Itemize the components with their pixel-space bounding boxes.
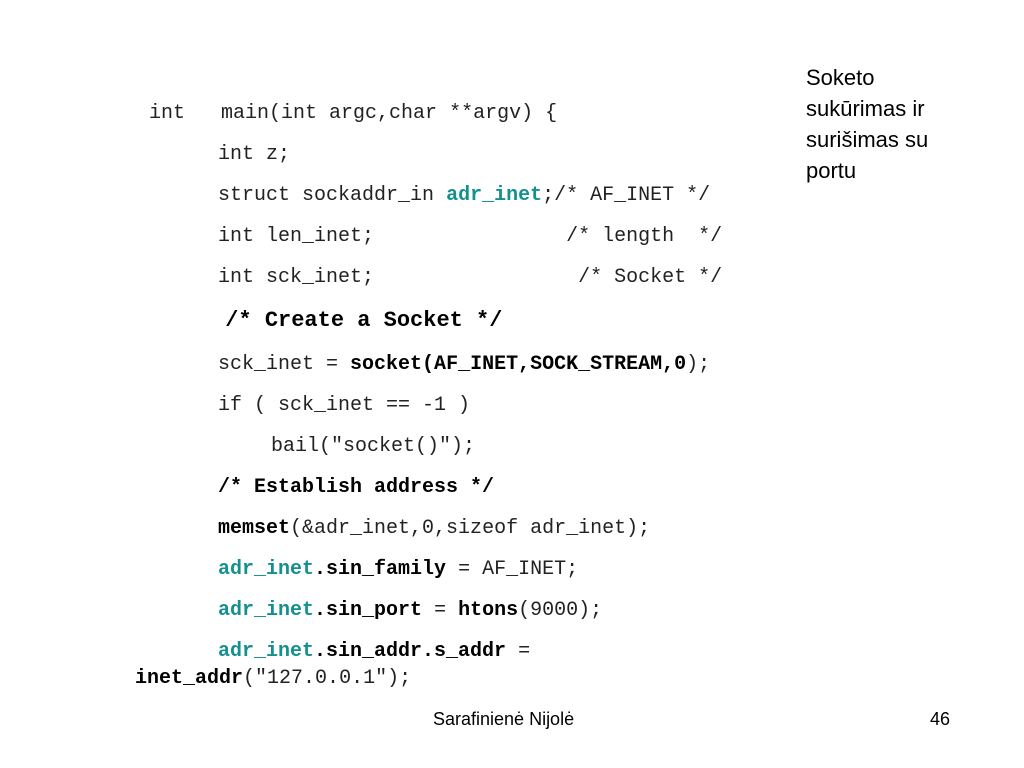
code-text: ); — [686, 353, 711, 376]
code-line-sck-inet: int sck_inet; /* Socket */ — [146, 242, 722, 289]
code-listing: int main(int argc,char **argv) { int z; … — [63, 78, 722, 690]
code-highlight: adr_inet — [218, 599, 315, 622]
code-bold: htons — [458, 599, 519, 622]
code-highlight: adr_inet — [446, 184, 543, 207]
code-text: sck_inet = — [218, 353, 351, 376]
page-number: 46 — [930, 709, 951, 729]
code-bold: .sin_family — [314, 558, 447, 581]
code-line-inet-addr: inet_addr("127.0.0.1"); — [63, 643, 411, 690]
code-line-sin-port: adr_inet.sin_port = htons(9000); — [146, 575, 602, 622]
code-line-sin-addr: adr_inet.sin_addr.s_addr = — [146, 616, 530, 663]
code-comment-establish-address: /* Establish address */ — [146, 452, 494, 499]
code-highlight: adr_inet — [218, 640, 315, 663]
code-text: (9000); — [518, 599, 603, 622]
code-line-struct: struct sockaddr_in adr_inet;/* AF_INET *… — [146, 160, 710, 207]
side-note: Soketo sukūrimas ir surišimas su portu — [806, 62, 1006, 186]
code-bold: .sin_addr.s_addr — [314, 640, 507, 663]
side-note-line: Soketo — [806, 65, 875, 90]
code-bold: .sin_port — [314, 599, 423, 622]
code-bold: /* Establish address */ — [218, 476, 495, 499]
code-line-if: if ( sck_inet == -1 ) — [146, 370, 470, 417]
code-text: = — [506, 640, 531, 663]
code-bold: inet_addr — [135, 667, 244, 690]
code-line-memset: memset(&adr_inet,0,sizeof adr_inet); — [146, 493, 650, 540]
code-line-int-z: int z; — [146, 119, 290, 166]
code-text: ("127.0.0.1"); — [243, 667, 412, 690]
code-text: if ( sck_inet == -1 ) — [218, 394, 471, 417]
code-bold: /* Create a Socket */ — [225, 308, 503, 333]
code-line-socket-call: sck_inet = socket(AF_INET,SOCK_STREAM,0)… — [146, 329, 710, 376]
code-line-main: int main(int argc,char **argv) { — [77, 78, 557, 125]
code-text: ;/* AF_INET */ — [542, 184, 711, 207]
code-text: = AF_INET; — [446, 558, 579, 581]
code-text: struct sockaddr_in — [218, 184, 447, 207]
code-text: = — [422, 599, 459, 622]
code-bold: socket(AF_INET,SOCK_STREAM,0 — [350, 353, 687, 376]
code-text: int z; — [218, 143, 291, 166]
code-text: bail("socket()"); — [271, 435, 476, 458]
code-text: int main(int argc,char **argv) { — [149, 102, 558, 125]
code-line-bail: bail("socket()"); — [199, 411, 475, 458]
code-line-sin-family: adr_inet.sin_family = AF_INET; — [146, 534, 578, 581]
side-note-line: portu — [806, 158, 857, 183]
code-text: int len_inet; /* length */ — [218, 225, 723, 248]
side-note-line: sukūrimas ir — [806, 96, 925, 121]
side-note-line: surišimas su — [806, 127, 929, 152]
code-line-len-inet: int len_inet; /* length */ — [146, 201, 722, 248]
code-text: int sck_inet; /* Socket */ — [218, 266, 723, 289]
footer-author: Sarafinienė Nijolė — [433, 709, 575, 729]
code-highlight: adr_inet — [218, 558, 315, 581]
code-comment-create-socket: /* Create a Socket */ — [146, 285, 502, 333]
code-text: (&adr_inet,0,sizeof adr_inet); — [290, 517, 651, 540]
code-bold: memset — [218, 517, 291, 540]
